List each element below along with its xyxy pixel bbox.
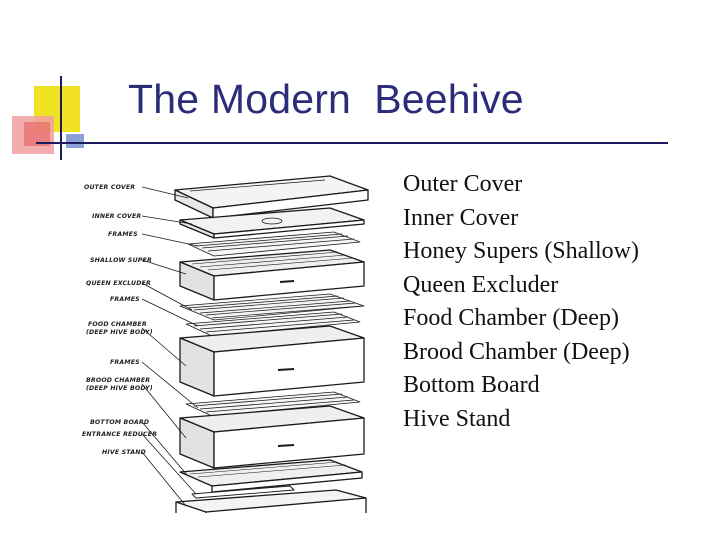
list-item: Honey Supers (Shallow) <box>403 238 639 264</box>
list-item: Outer Cover <box>403 171 523 197</box>
diagram-label-food-chamber-sub: (DEEP HIVE BODY) <box>86 329 153 336</box>
list-item: Food Chamber (Deep) <box>403 305 619 331</box>
title-underline <box>36 142 668 144</box>
inner-cover-drawing <box>179 207 365 239</box>
bottom-board-drawing <box>179 459 363 493</box>
diagram-label-entrance-reducer: ENTRANCE REDUCER <box>82 431 157 438</box>
diagram-label-brood-chamber-sub: (DEEP HIVE BODY) <box>86 385 153 392</box>
list-item: Brood Chamber (Deep) <box>403 338 630 365</box>
entrance-reducer-drawing <box>191 485 295 499</box>
list-item: Inner Cover <box>403 204 519 231</box>
hive-parts-list: Outer Cover Inner Cover Honey Supers (Sh… <box>403 168 639 436</box>
beehive-exploded-diagram: OUTER COVER INNER COVER FRAMES SHALLOW S… <box>82 175 369 513</box>
diagram-label-frames-3: FRAMES <box>110 359 140 366</box>
list-item: Hive Stand <box>403 405 511 432</box>
diagram-label-food-chamber: FOOD CHAMBER <box>88 321 147 328</box>
slide-title: The Modern Beehive <box>128 76 524 122</box>
diagram-label-brood-chamber: BROOD CHAMBER <box>86 377 150 384</box>
diagram-label-queen-excluder: QUEEN EXCLUDER <box>86 280 151 287</box>
list-item: Queen Excluder <box>403 271 559 298</box>
diagram-label-inner-cover: INNER COVER <box>92 213 141 220</box>
diagram-label-frames-2: FRAMES <box>110 296 140 303</box>
brood-chamber-drawing <box>179 405 365 469</box>
queen-excluder-drawing <box>179 293 365 321</box>
frames-1-drawing <box>187 231 361 257</box>
diagram-label-frames-1: FRAMES <box>108 231 138 238</box>
diagram-label-outer-cover: OUTER COVER <box>84 184 135 191</box>
hive-stand-drawing <box>175 489 367 513</box>
diagram-label-shallow-super: SHALLOW SUPER <box>90 257 152 264</box>
diagram-label-bottom-board: BOTTOM BOARD <box>90 419 149 426</box>
leader-lines <box>141 186 199 507</box>
title-ornament-vertical-line <box>60 76 62 160</box>
list-item: Bottom Board <box>403 372 540 398</box>
diagram-label-hive-stand: HIVE STAND <box>102 449 146 456</box>
food-chamber-drawing <box>179 325 365 397</box>
frames-3-drawing <box>185 391 361 417</box>
title-ornament-blue-square <box>66 134 84 148</box>
shallow-super-drawing <box>179 249 365 301</box>
frames-2-drawing <box>185 311 361 337</box>
